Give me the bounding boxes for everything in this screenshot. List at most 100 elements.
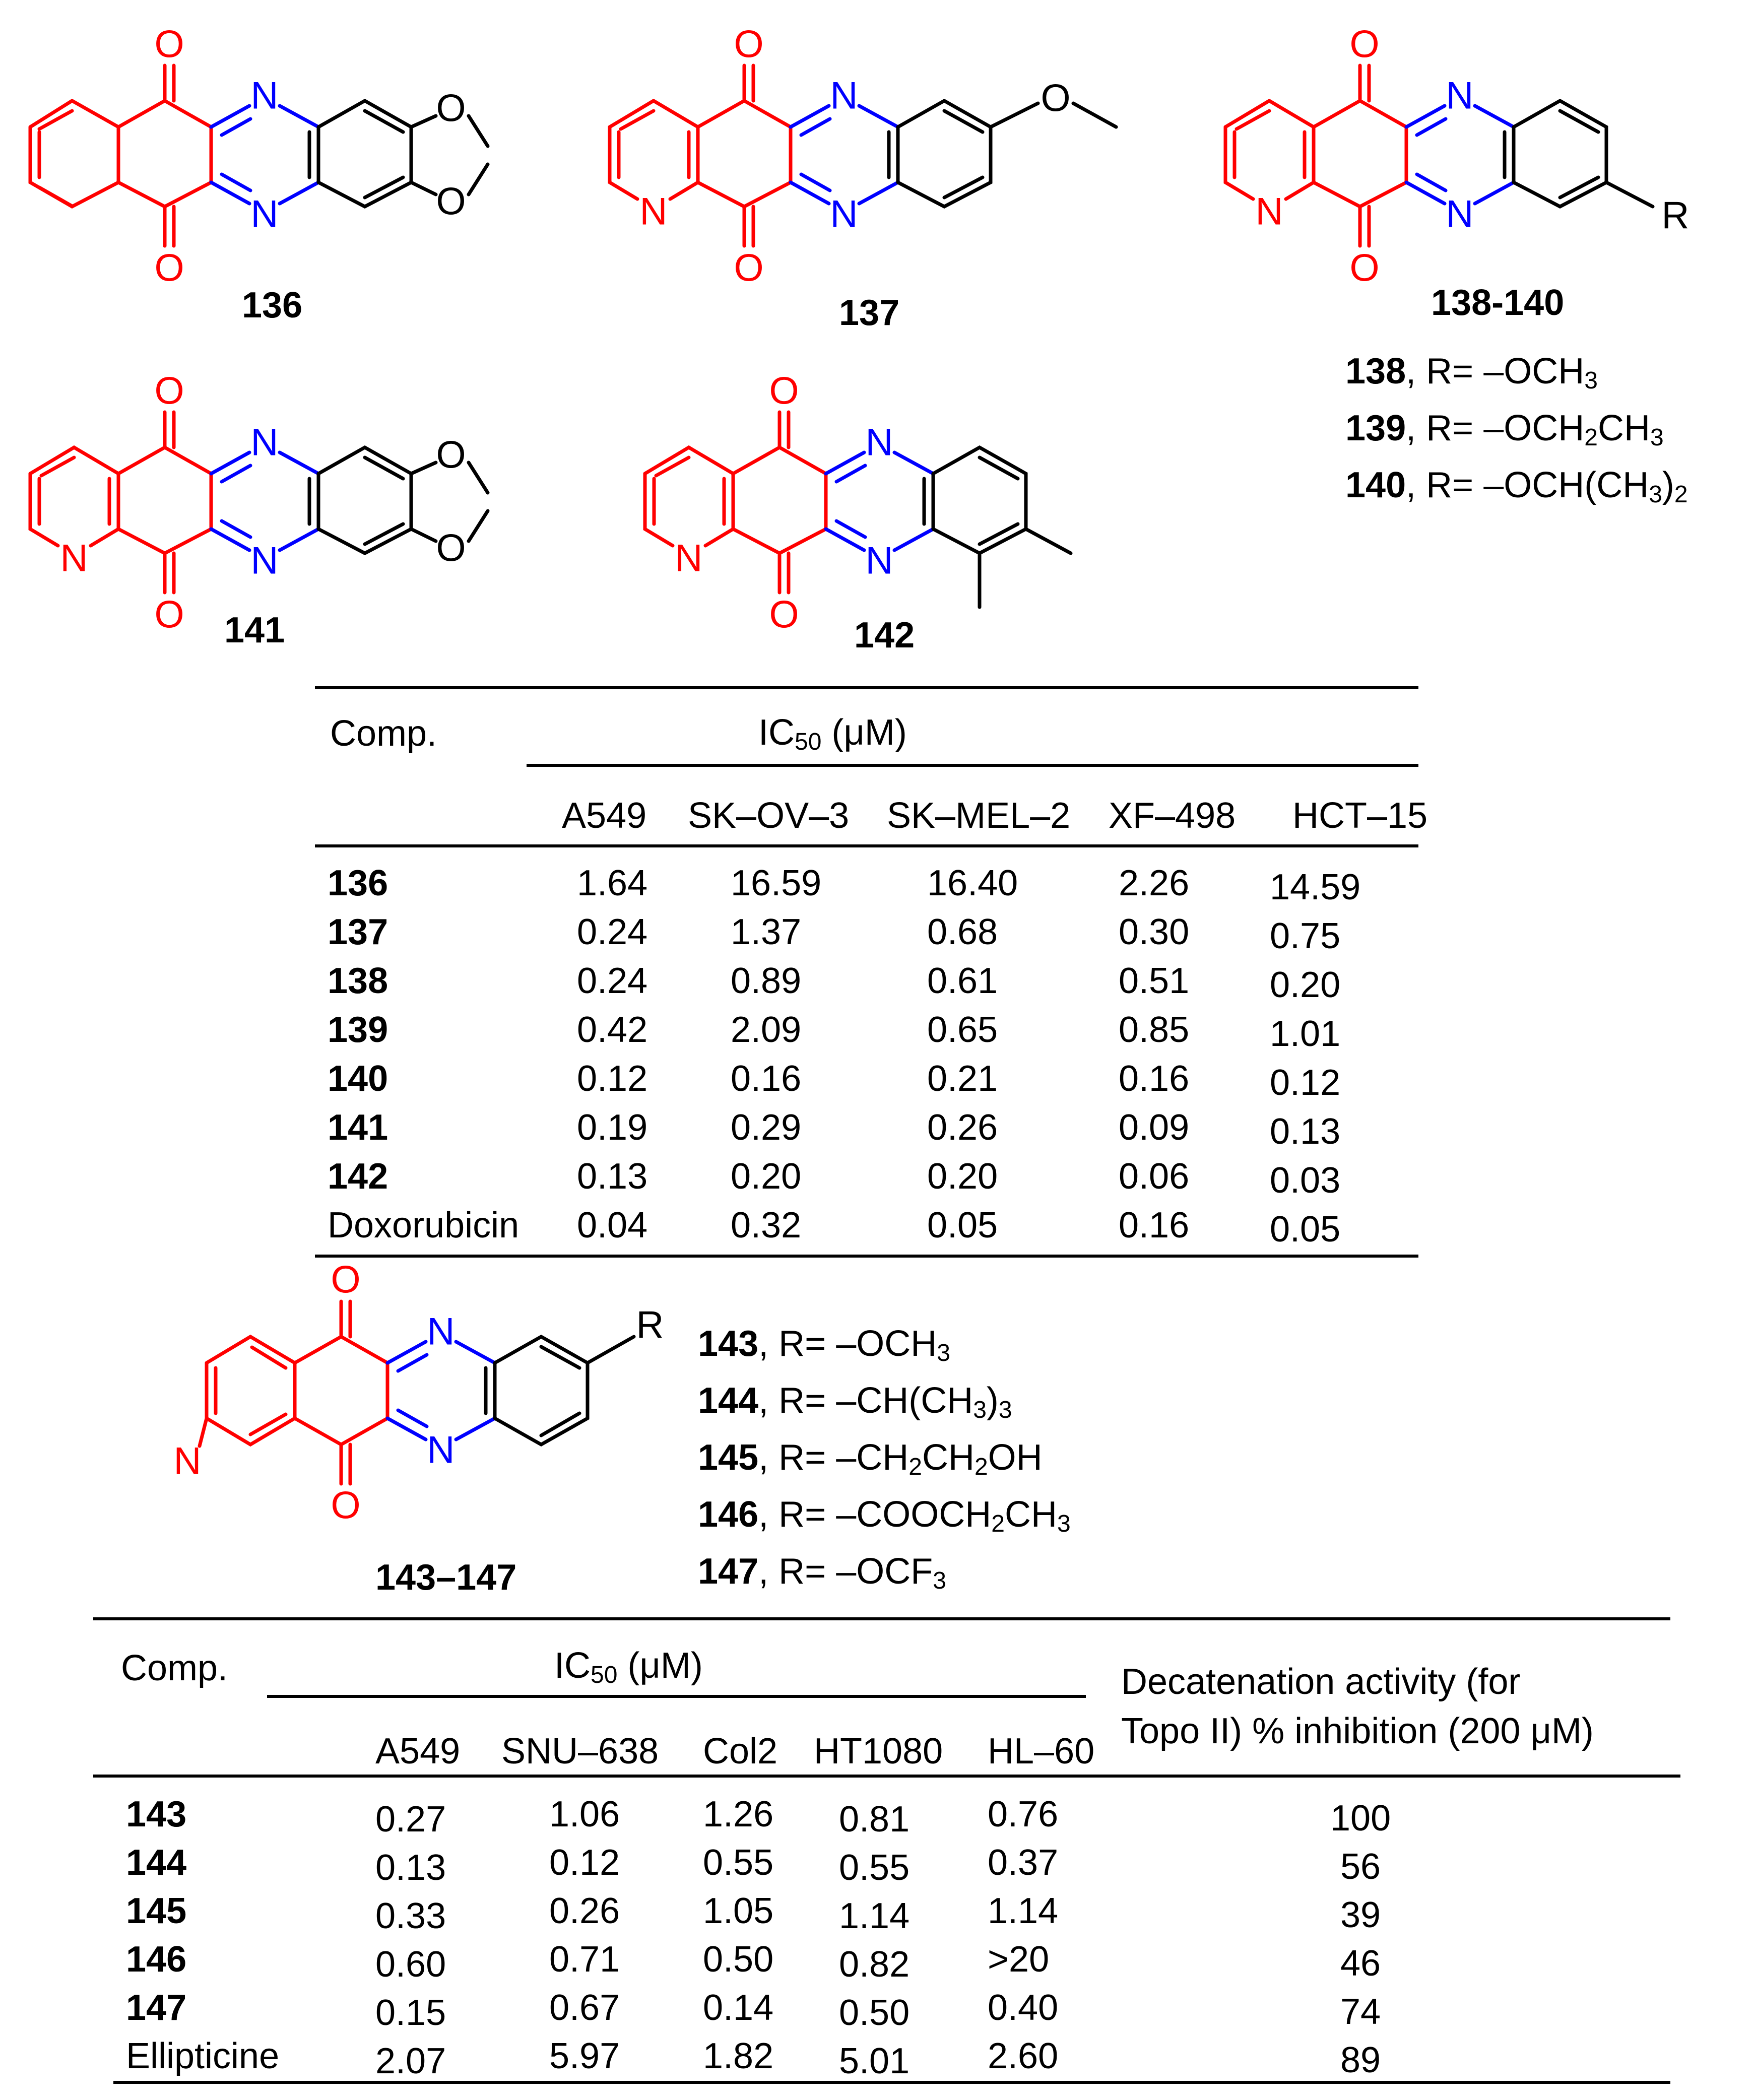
formula-subscript: 2 <box>908 1454 922 1480</box>
nitrogen-atom: N <box>60 537 88 580</box>
formula-subscript: 2 <box>991 1511 1005 1537</box>
table-1-row-name: 137 <box>328 912 388 952</box>
nitrogen-atom: N <box>427 1310 455 1353</box>
table-2-cell: 0.82 <box>839 1944 910 1985</box>
r-group-item: 146, R= –COOCH2CH3 <box>698 1491 1071 1548</box>
table-1-column-header: XF–498 <box>1109 796 1236 836</box>
formula-part: CH <box>1597 408 1650 448</box>
formula-subscript: 2 <box>974 1454 988 1480</box>
table-2-decat-cell: 39 <box>1340 1895 1381 1935</box>
formula-part: –OCH <box>1483 408 1585 448</box>
table-1-column-header: HCT–15 <box>1292 796 1428 836</box>
table-2-cell: 2.07 <box>375 2041 446 2081</box>
table-2-cell: 0.40 <box>988 1988 1059 2028</box>
nitrogen-atom: N <box>251 421 279 464</box>
r-group-item: 138, R= –OCH3 <box>1345 348 1688 405</box>
table-1-bottom-rule <box>315 1255 1418 1258</box>
table-2-cell: 0.33 <box>375 1896 446 1936</box>
nitrogen-atom: N <box>675 537 703 580</box>
table-2-cell: 0.55 <box>839 1848 910 1888</box>
table-2-cell: 0.71 <box>549 1939 620 1980</box>
table-2-row-name: 143 <box>126 1794 187 1834</box>
table-1-cell: 0.05 <box>1270 1209 1341 1250</box>
compound-label-138-140: 138-140 <box>1431 283 1565 323</box>
table-2-cell: 0.81 <box>839 1799 910 1840</box>
oxygen-atom: O <box>154 370 184 413</box>
table-2-ic50-header: IC50 (μM) <box>554 1646 703 1688</box>
r-group-compound-id: 140 <box>1345 465 1406 505</box>
oxygen-atom: O <box>154 247 184 290</box>
nitrogen-atom: N <box>866 540 893 582</box>
table-1-cell: 0.29 <box>731 1107 802 1148</box>
table-1-row-name: 138 <box>328 961 388 1001</box>
compound-label-143-147: 143–147 <box>375 1557 517 1598</box>
formula-subscript: 3 <box>1584 367 1598 394</box>
table-2-decat-cell: 74 <box>1340 1992 1381 2032</box>
table-2-cell: 0.37 <box>988 1843 1059 1883</box>
r-group-separator: , R= <box>1406 351 1484 391</box>
r-group-compound-id: 145 <box>698 1437 759 1478</box>
formula-part: –OCF <box>836 1551 933 1592</box>
table-1-ic50-header: IC50 (μM) <box>758 712 907 755</box>
table-2-cell: 0.50 <box>703 1939 774 1980</box>
oxygen-atom: O <box>1041 77 1070 120</box>
r-group-compound-id: 138 <box>1345 351 1406 391</box>
table-1-cell: 2.09 <box>731 1010 802 1050</box>
table-2-cell: 5.01 <box>839 2041 910 2081</box>
nitrogen-atom: N <box>251 540 279 582</box>
table-2-decat-header-1: Decatenation activity (for <box>1121 1662 1521 1702</box>
formula-part: CH <box>1004 1494 1057 1535</box>
table-1-cell: 0.19 <box>577 1107 648 1148</box>
table-1-cell: 0.12 <box>577 1059 648 1099</box>
oxygen-atom: O <box>436 434 466 477</box>
formula-subscript: 3 <box>998 1397 1012 1423</box>
r-group-atom: R <box>636 1304 664 1347</box>
table-2-decat-cell: 56 <box>1340 1847 1381 1887</box>
table-1-cell: 0.13 <box>577 1156 648 1197</box>
table-1-cell: 0.24 <box>577 961 648 1001</box>
oxygen-atom: O <box>734 23 763 66</box>
table-2-cell: 0.26 <box>549 1891 620 1931</box>
table-2-column-header: HL–60 <box>988 1731 1095 1771</box>
table-2-cell: 0.12 <box>549 1843 620 1883</box>
table-1-cell: 0.09 <box>1119 1107 1190 1148</box>
r-group-item: 140, R= –OCH(CH3)2 <box>1345 462 1688 518</box>
oxygen-atom: O <box>154 23 184 66</box>
compound-label-136: 136 <box>242 285 303 325</box>
oxygen-atom: O <box>1349 247 1379 290</box>
table-2-cell: 1.06 <box>549 1794 620 1834</box>
table-1-header-rule <box>315 844 1418 847</box>
table-2-cell: 0.60 <box>375 1944 446 1985</box>
r-group-compound-id: 143 <box>698 1324 759 1364</box>
r-group-compound-id: 147 <box>698 1551 759 1592</box>
table-1-row-name: 141 <box>328 1107 388 1148</box>
table-2-cell: 0.27 <box>375 1799 446 1840</box>
formula-subscript: 3 <box>1650 424 1664 451</box>
table-1-cell: 0.16 <box>1119 1205 1190 1245</box>
r-group-item: 145, R= –CH2CH2OH <box>698 1434 1071 1491</box>
nitrogen-atom: N <box>427 1429 455 1472</box>
oxygen-atom: O <box>769 370 799 413</box>
nitrogen-atom: N <box>1446 75 1474 117</box>
formula-subscript: 3 <box>1057 1511 1071 1537</box>
table-2-top-rule <box>93 1617 1670 1620</box>
compound-label-142: 142 <box>854 615 915 655</box>
r-group-item: 139, R= –OCH2CH3 <box>1345 405 1688 462</box>
oxygen-atom: O <box>436 87 466 130</box>
r-group-separator: , R= <box>758 1494 836 1535</box>
formula-part: –OCH <box>836 1324 937 1364</box>
table-1-cell: 1.01 <box>1270 1014 1341 1054</box>
table-2-cell: 2.60 <box>988 2036 1059 2076</box>
nitrogen-atom: N <box>1256 190 1283 233</box>
table-2-column-header: HT1080 <box>814 1731 943 1771</box>
table-1-cell: 0.12 <box>1270 1063 1341 1103</box>
formula-part: CH <box>922 1437 975 1478</box>
table-1-cell: 0.20 <box>1270 965 1341 1005</box>
oxygen-atom: O <box>436 527 466 570</box>
r-group-atom: R <box>1662 194 1690 237</box>
table-1-cell: 1.37 <box>731 912 802 952</box>
table-2-bottom-rule <box>113 2081 1670 2084</box>
r-group-separator: , R= <box>758 1324 836 1364</box>
table-1-column-header: SK–OV–3 <box>688 796 850 836</box>
